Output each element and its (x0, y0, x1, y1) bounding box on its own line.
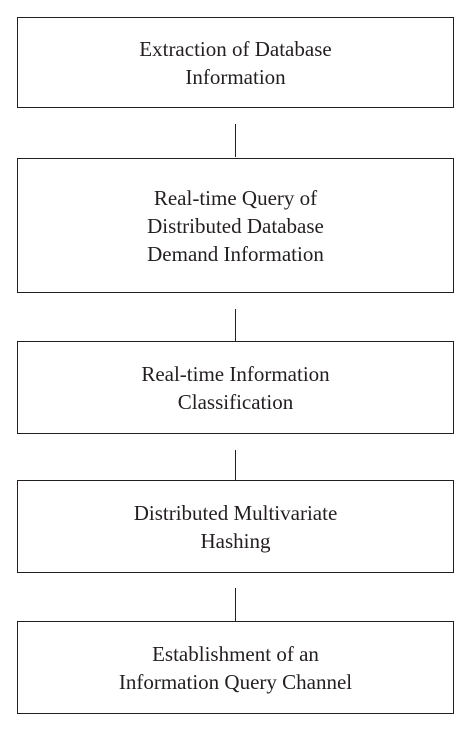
connector-line (235, 588, 237, 621)
step-label-line: Information (185, 64, 286, 89)
step-label-line: Demand Information (147, 241, 324, 266)
step-extraction-of-database-information: Extraction of Database Information (17, 17, 454, 108)
step-label-line: Extraction of Database (139, 36, 332, 61)
step-label-line: Distributed Multivariate (133, 500, 338, 525)
step-label-line: Distributed Database (147, 213, 324, 238)
step-real-time-information-classification: Real-time Information Classification (17, 341, 454, 434)
step-real-time-query: Real-time Query of Distributed Database … (17, 158, 454, 293)
step-label-line: Classification (177, 389, 294, 414)
step-label-line: Hashing (200, 528, 271, 553)
step-label-line: Establishment of an (152, 641, 319, 666)
connector-line (235, 124, 237, 157)
step-label-line: Information Query Channel (118, 669, 353, 694)
step-distributed-multivariate-hashing: Distributed Multivariate Hashing (17, 480, 454, 573)
connector-line (235, 309, 237, 341)
step-label-line: Real-time Query of (153, 185, 318, 210)
connector-line (235, 450, 237, 480)
step-establishment-of-query-channel: Establishment of an Information Query Ch… (17, 621, 454, 714)
step-label-line: Real-time Information (141, 361, 330, 386)
